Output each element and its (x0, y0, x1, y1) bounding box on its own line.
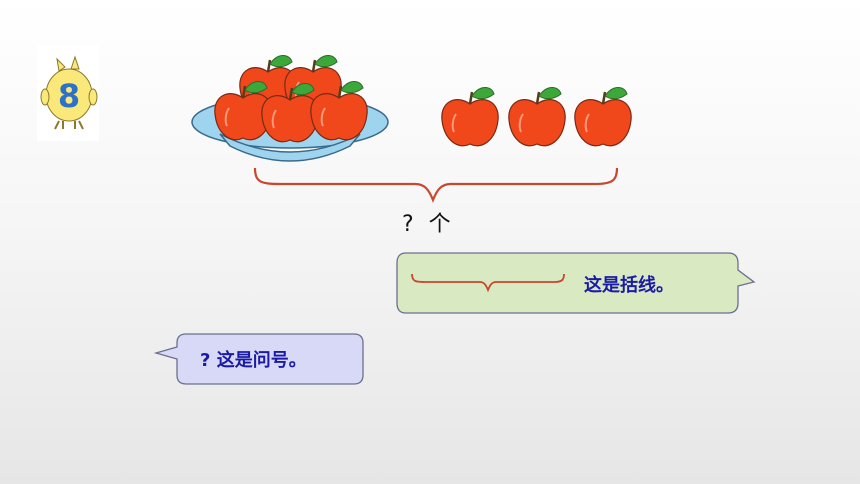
apples-on-plate (213, 54, 369, 143)
bracket-note: 这是括线。 (584, 275, 674, 296)
question-speech-bubble (153, 333, 364, 385)
curly-brace (253, 167, 619, 203)
sample-brace (411, 273, 565, 293)
loose-apples (440, 86, 633, 147)
question-note-text: 这是问号。 (216, 350, 307, 371)
question-note: ? 这是问号。 (200, 346, 307, 372)
bracket-speech-bubble (396, 252, 756, 314)
apples-scene (191, 54, 633, 203)
number-badge: 8 (37, 45, 99, 141)
question-mark-symbol: ? (200, 350, 211, 371)
badge-number: 8 (58, 77, 80, 115)
question-label: ? 个 (402, 212, 455, 237)
